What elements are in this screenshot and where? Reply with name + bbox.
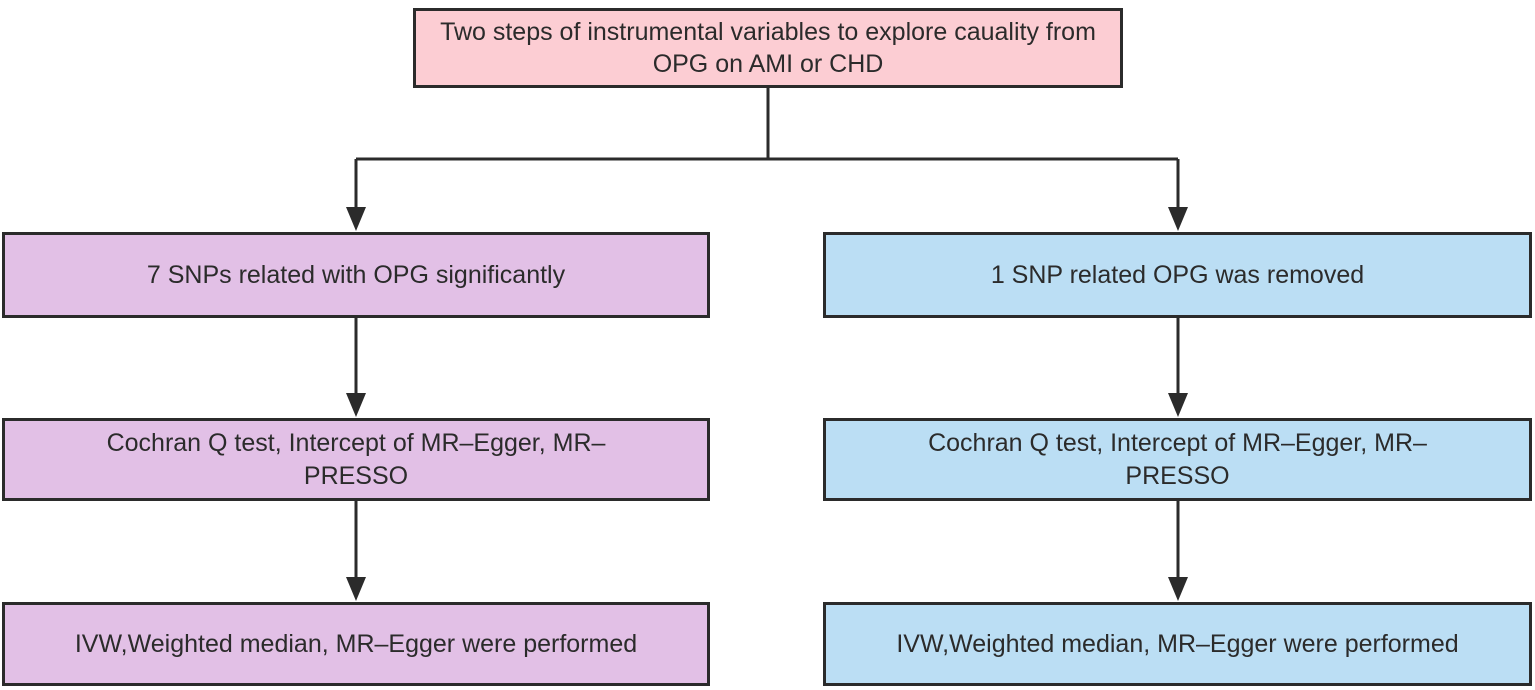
right-step2-text: Cochran Q test, Intercept of MR–Egger, M…: [928, 429, 1427, 490]
right-step1-box: 1 SNP related OPG was removed: [823, 232, 1532, 318]
left-step3-text: IVW,Weighted median, MR–Egger were perfo…: [74, 629, 638, 658]
left-step2-text: Cochran Q test, Intercept of MR–Egger, M…: [106, 429, 606, 490]
arrowhead-icon: [1168, 577, 1188, 601]
arrowhead-icon: [346, 393, 366, 417]
left-step3-box: IVW,Weighted median, MR–Egger were perfo…: [2, 602, 710, 686]
connector-lines: [354, 88, 1180, 580]
right-step3-text: IVW,Weighted median, MR–Egger were perfo…: [896, 629, 1459, 658]
right-step2-box: Cochran Q test, Intercept of MR–Egger, M…: [823, 418, 1532, 501]
left-step1-text: 7 SNPs related with OPG significantly: [146, 260, 566, 289]
left-step2-box: Cochran Q test, Intercept of MR–Egger, M…: [2, 418, 710, 501]
arrowhead-icon: [346, 207, 366, 231]
top-title-box: Two steps of instrumental variables to e…: [413, 8, 1123, 88]
arrowhead-icon: [346, 577, 366, 601]
left-step1-box: 7 SNPs related with OPG significantly: [2, 232, 710, 318]
top-title-text: Two steps of instrumental variables to e…: [440, 17, 1096, 79]
arrowhead-icon: [1168, 393, 1188, 417]
arrowhead-icon: [1168, 207, 1188, 231]
right-step1-text: 1 SNP related OPG was removed: [990, 260, 1365, 289]
right-step3-box: IVW,Weighted median, MR–Egger were perfo…: [823, 602, 1532, 686]
